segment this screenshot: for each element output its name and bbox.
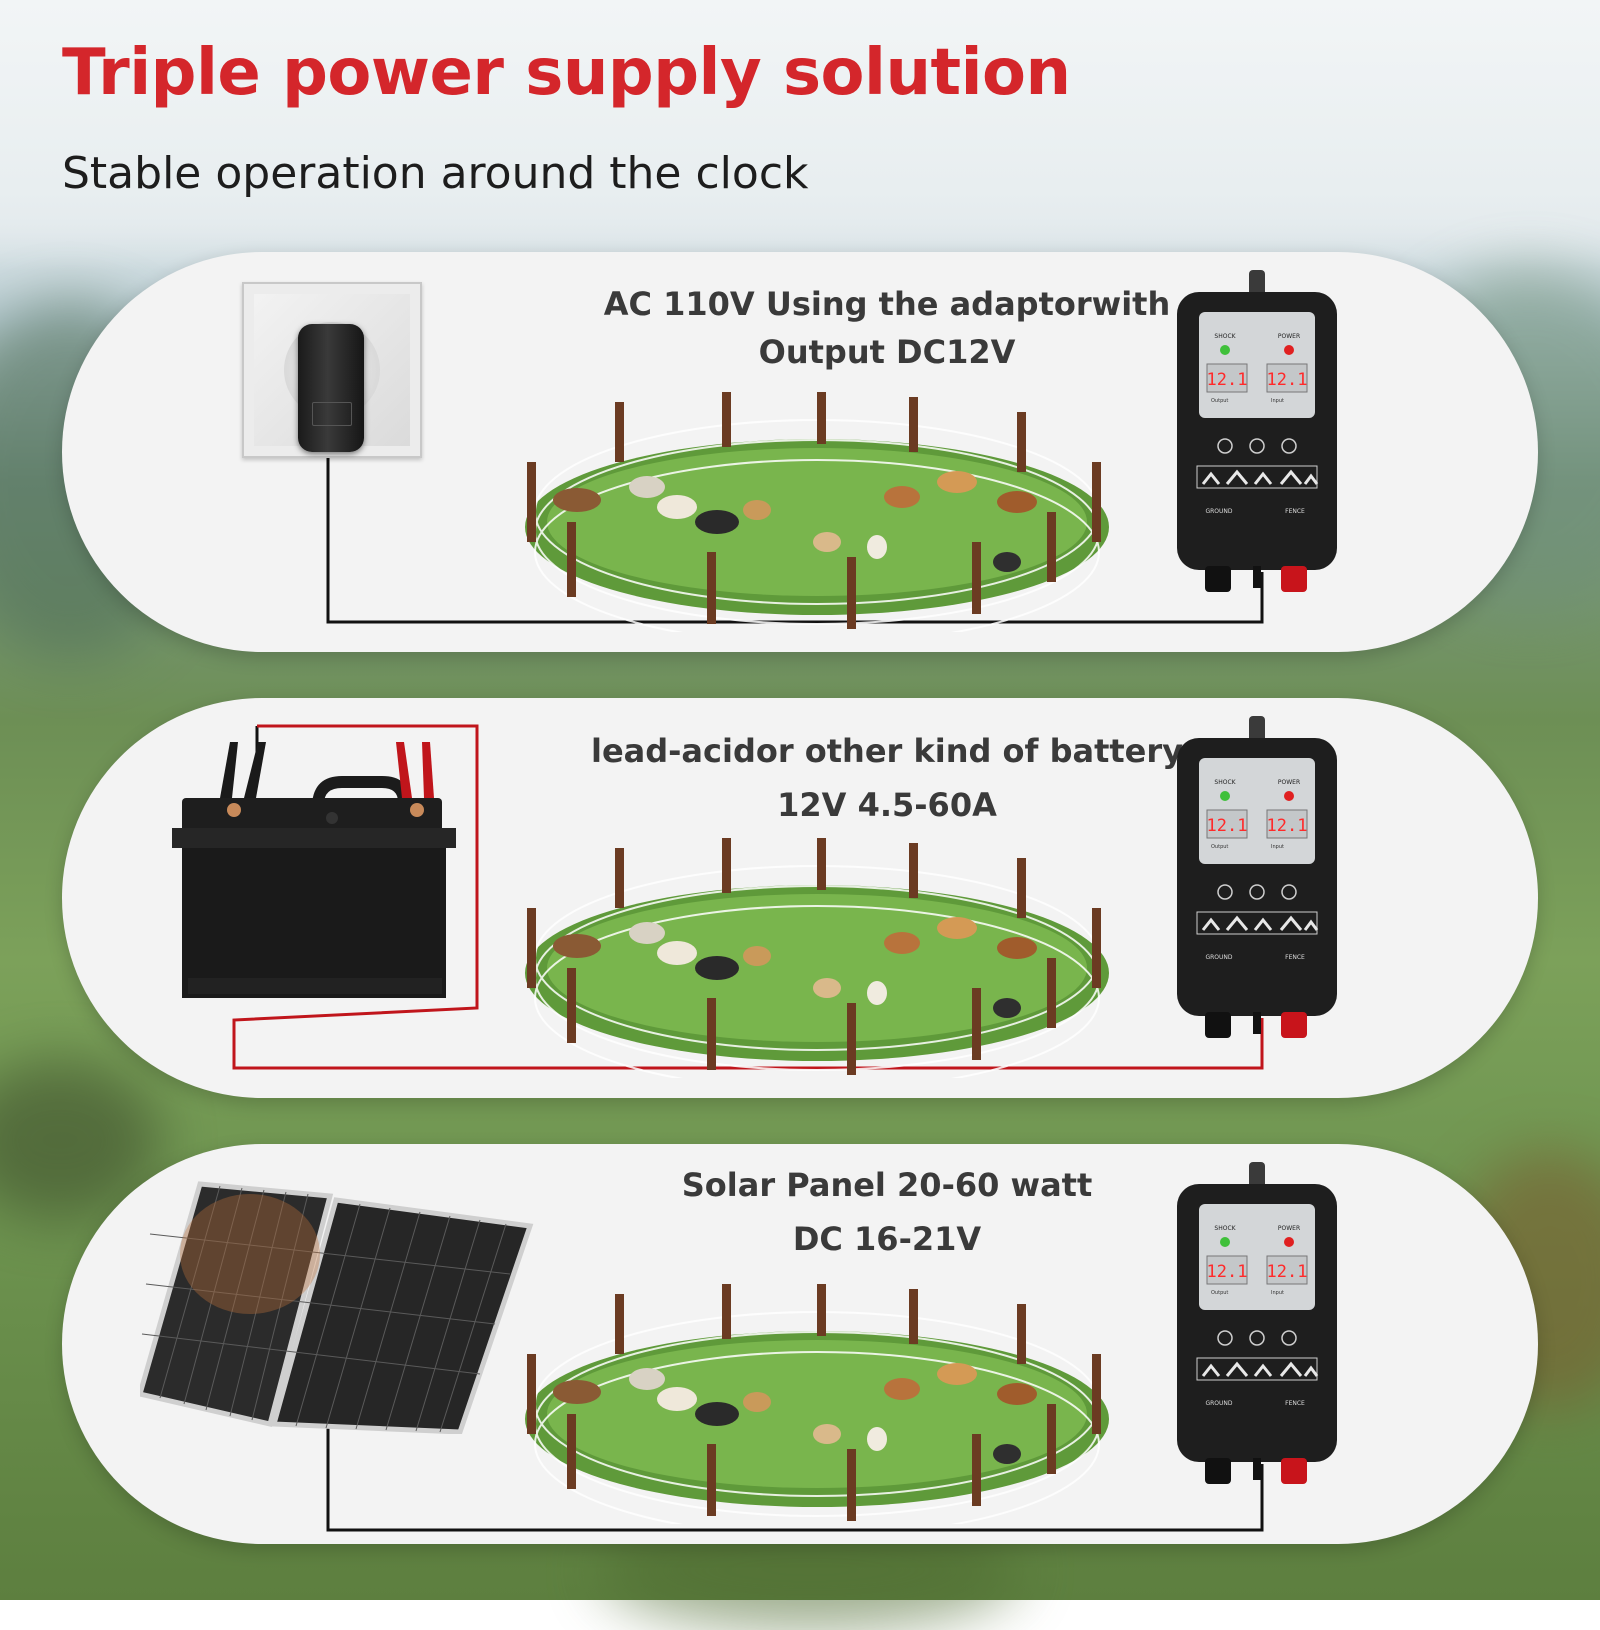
input-display: 12.1 — [1267, 1262, 1308, 1282]
option-label: Solar Panel 20-60 watt DC 16-21V — [582, 1158, 1192, 1266]
mode-icon — [1281, 1330, 1297, 1346]
option-card-battery: lead-acidor other kind of battery 12V 4.… — [62, 698, 1538, 1098]
ground-label: GROUND — [1205, 508, 1232, 515]
fence-label: FENCE — [1285, 508, 1305, 515]
page-title: Triple power supply solution — [62, 36, 1071, 110]
fence-energizer-device: SHOCK POWER 12.1 12.1 Output Input GROUN… — [1177, 270, 1337, 592]
mode-icon — [1249, 1330, 1265, 1346]
mode-icon — [1217, 884, 1233, 900]
option-label: lead-acidor other kind of battery 12V 4.… — [582, 724, 1192, 832]
shock-label: SHOCK — [1214, 1225, 1236, 1232]
fence-energizer-device: SHOCK POWER 12.1 12.1 Output Input GROUN… — [1177, 1162, 1337, 1484]
fence-terminal — [1281, 566, 1307, 592]
output-display: 12.1 — [1207, 816, 1248, 836]
animals-icon — [1196, 911, 1318, 935]
option-label-line2: Output DC12V — [758, 333, 1016, 371]
fenced-pasture-illustration — [525, 838, 1109, 1078]
option-label-line1: lead-acidor other kind of battery — [590, 732, 1184, 770]
mode-icon — [1217, 1330, 1233, 1346]
mode-icon — [1281, 438, 1297, 454]
fence-label: FENCE — [1285, 954, 1305, 961]
power-cable — [326, 1414, 1264, 1532]
fence-label: FENCE — [1285, 1400, 1305, 1407]
option-card-solar-panel: Solar Panel 20-60 watt DC 16-21V — [62, 1144, 1538, 1544]
input-label: Input — [1271, 1290, 1284, 1296]
animals-icon — [1196, 465, 1318, 489]
input-display: 12.1 — [1267, 370, 1308, 390]
output-label: Output — [1211, 844, 1228, 850]
solar-panel-icon — [140, 1181, 534, 1434]
option-label-line1: AC 110V Using the adaptorwith — [603, 285, 1171, 323]
dc-input-jack — [1253, 1012, 1261, 1034]
output-display: 12.1 — [1207, 1262, 1248, 1282]
page-subtitle: Stable operation around the clock — [62, 148, 809, 199]
power-label: POWER — [1278, 1225, 1300, 1232]
ground-label: GROUND — [1205, 1400, 1232, 1407]
mode-icon — [1217, 438, 1233, 454]
output-label: Output — [1211, 1290, 1228, 1296]
power-adapter-icon — [298, 324, 364, 452]
car-battery-icon — [172, 742, 456, 998]
input-label: Input — [1271, 398, 1284, 404]
ground-terminal — [1205, 1012, 1231, 1038]
dc-input-jack — [1253, 566, 1261, 588]
fence-terminal — [1281, 1458, 1307, 1484]
mode-icon — [1281, 884, 1297, 900]
option-label: AC 110V Using the adaptorwith Output DC1… — [582, 280, 1192, 376]
option-label-line2: 12V 4.5-60A — [777, 786, 997, 824]
wall-outlet-with-adapter — [242, 282, 422, 458]
option-label-line1: Solar Panel 20-60 watt — [681, 1166, 1093, 1204]
mode-icon — [1249, 438, 1265, 454]
option-card-ac-adapter: AC 110V Using the adaptorwith Output DC1… — [62, 252, 1538, 652]
power-label: POWER — [1278, 779, 1300, 786]
option-label-line2: DC 16-21V — [792, 1220, 982, 1258]
shock-label: SHOCK — [1214, 779, 1236, 786]
ground-terminal — [1205, 566, 1231, 592]
input-label: Input — [1271, 844, 1284, 850]
power-label: POWER — [1278, 333, 1300, 340]
fence-energizer-device: SHOCK POWER 12.1 12.1 Output Input GROUN… — [1177, 716, 1337, 1038]
ground-terminal — [1205, 1458, 1231, 1484]
animals-icon — [1196, 1357, 1318, 1381]
mode-icon — [1249, 884, 1265, 900]
output-display: 12.1 — [1207, 370, 1248, 390]
shock-label: SHOCK — [1214, 333, 1236, 340]
ground-label: GROUND — [1205, 954, 1232, 961]
dc-input-jack — [1253, 1458, 1261, 1480]
input-display: 12.1 — [1267, 816, 1308, 836]
output-label: Output — [1211, 398, 1228, 404]
fenced-pasture-illustration — [525, 1284, 1109, 1524]
fenced-pasture-illustration — [525, 392, 1109, 632]
power-cable — [326, 452, 1264, 624]
fence-terminal — [1281, 1012, 1307, 1038]
